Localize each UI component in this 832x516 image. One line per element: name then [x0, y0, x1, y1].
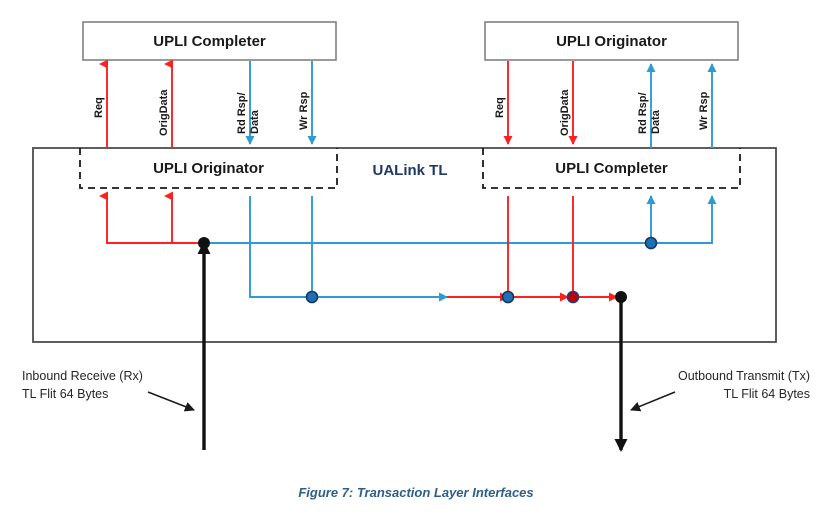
ualink-tl-title: UALink TL [373, 162, 448, 179]
upli-completer-inner-rect [482, 148, 741, 189]
inbound-label-line1: Inbound Receive (Rx) [22, 369, 143, 383]
left-signal-wrrsp: Wr Rsp [298, 61, 317, 145]
inner-box-label-0: UPLI Originator [153, 160, 264, 177]
top-left-box: UPLI Completer [82, 21, 337, 61]
left-signal-origdata: OrigData [158, 59, 173, 148]
left-signal-label-3: Wr Rsp [298, 91, 310, 130]
upli-originator-top-rect [484, 21, 739, 61]
junction-dot-tx-red [566, 290, 580, 304]
right-signal-req: Req [494, 61, 513, 145]
left-signal-label-2a: Rd Rsp/ [236, 92, 248, 134]
ualink-tl-container: UALink TL [32, 147, 777, 343]
left-signal-label-2b: Data [249, 109, 261, 134]
right-signal-wrrsp: Wr Rsp [698, 63, 717, 148]
routing-rx-red [99, 191, 204, 244]
routing-tx-blue [249, 196, 448, 302]
top-right-box: UPLI Originator [484, 21, 739, 61]
inbound-label-line2: TL Flit 64 Bytes [22, 387, 108, 401]
inbound-receive-label: Inbound Receive (Rx) TL Flit 64 Bytes [22, 369, 195, 412]
inner-box-left: UPLI Originator [79, 148, 338, 189]
left-signal-label-0: Req [93, 97, 105, 118]
inner-box-right: UPLI Completer [482, 148, 741, 189]
rx-to-origdata-path [164, 191, 204, 244]
inbound-pointer-arrow [147, 391, 195, 412]
outbound-pointer-arrow [630, 391, 676, 412]
outbound-label-line1: Outbound Transmit (Tx) [678, 369, 810, 383]
rx-to-wrrsp-path [204, 195, 717, 244]
outbound-label-line2: TL Flit 64 Bytes [724, 387, 810, 401]
wrrsp-to-tx-path [249, 196, 448, 302]
right-signal-origdata: OrigData [559, 61, 578, 145]
upli-originator-inner-rect [79, 148, 338, 189]
left-signal-label-1: OrigData [158, 89, 170, 136]
right-signal-label-0: Req [494, 97, 506, 118]
left-signal-rdrsp: Rd Rsp/ Data [236, 61, 261, 145]
top-box-label-0: UPLI Completer [153, 33, 266, 50]
junction-dot-rdrsp [644, 236, 658, 250]
figure-caption: Figure 7: Transaction Layer Interfaces [298, 485, 533, 500]
junction-dot-tx-blue [305, 290, 319, 304]
right-signal-label-1: OrigData [559, 89, 571, 136]
right-signal-rdrsp: Rd Rsp/ Data [637, 63, 662, 148]
right-signal-label-2b: Data [650, 109, 662, 134]
upli-completer-top-rect [82, 21, 337, 61]
outbound-transmit-label: Outbound Transmit (Tx) TL Flit 64 Bytes [630, 369, 810, 412]
right-signal-label-3: Wr Rsp [698, 91, 710, 130]
left-signal-req: Req [93, 59, 108, 148]
right-signal-label-2a: Rd Rsp/ [637, 92, 649, 134]
junction-dot-tx-mid [501, 290, 515, 304]
inner-box-label-1: UPLI Completer [555, 160, 668, 177]
routing-rx-blue [204, 195, 717, 244]
top-box-label-1: UPLI Originator [556, 33, 667, 50]
